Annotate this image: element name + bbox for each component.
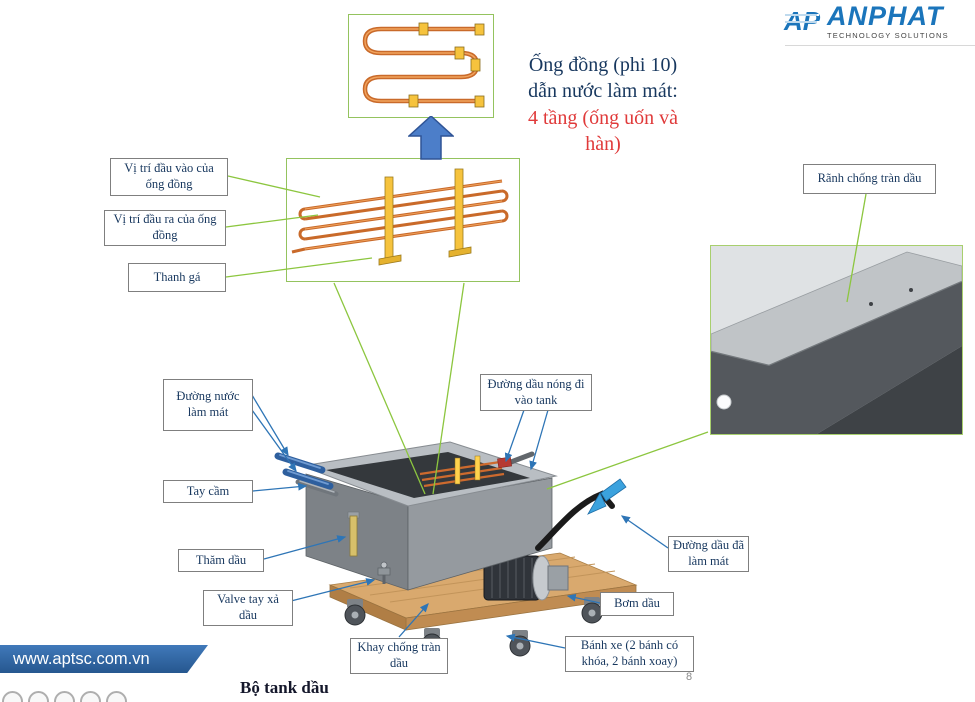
heading-line-3: 4 tầng (ống uốn và (528, 106, 678, 129)
heading-line-2: dẫn nước làm mát: (528, 80, 678, 103)
company-logo: AP ANPHAT TECHNOLOGY SOLUTIONS (783, 3, 975, 40)
brand-tagline: TECHNOLOGY SOLUTIONS (827, 31, 949, 40)
copper-tube-diagram (348, 14, 494, 118)
header-divider (785, 45, 975, 46)
heading-line-1: Ống đồng (phi 10) (528, 54, 678, 76)
website-link[interactable]: www.aptsc.com.vn (0, 645, 208, 673)
callout-handle: Tay cầm (163, 480, 253, 503)
badge-icon (28, 691, 49, 702)
heading-text: Ống đồng (phi 10) dẫn nước làm mát: 4 tầ… (503, 52, 703, 158)
cooling-water-pipes (274, 452, 334, 490)
rim-detail-image (710, 245, 963, 435)
badge-icon (80, 691, 101, 702)
callout-wheels: Bánh xe (2 bánh có khóa, 2 bánh xoay) (565, 636, 694, 672)
callout-oil-sight: Thăm dầu (178, 549, 264, 572)
drain-valve (377, 561, 391, 584)
coil-assembly-diagram (286, 158, 520, 282)
callout-cooling-water-line: Đường nước làm mát (163, 379, 253, 431)
coil-assembly-icon (291, 168, 509, 266)
page-number: 8 (686, 671, 693, 683)
brand-name: ANPHAT (827, 3, 944, 31)
callout-mounting-bar: Thanh gá (128, 263, 226, 292)
website-url: www.aptsc.com.vn (13, 649, 150, 668)
up-arrow-icon (408, 116, 454, 160)
heading-line-4: hàn) (585, 133, 621, 156)
callout-overflow-tray: Khay chống tràn dầu (350, 638, 448, 674)
callout-oil-pump: Bơm dầu (600, 592, 674, 616)
callout-cooled-oil-line: Đường dầu đã làm mát (668, 536, 749, 572)
anphat-logo-icon: AP (783, 6, 821, 36)
footer-badges (2, 691, 127, 702)
callout-hot-oil-line: Đường dầu nóng đi vào tank (480, 374, 592, 411)
badge-icon (2, 691, 23, 702)
callout-inlet-position: Vị trí đầu vào của ống đồng (110, 158, 228, 196)
callout-drain-valve: Valve tay xả dầu (203, 590, 293, 626)
badge-icon (54, 691, 75, 702)
callout-outlet-position: Vị trí đầu ra của ống đồng (104, 210, 226, 246)
oil-sight-glass (347, 511, 360, 557)
slide-title: Bộ tank dầu (240, 678, 329, 697)
callout-overflow-groove: Rãnh chống tràn dầu (803, 164, 936, 194)
tank-corner-detail-icon (710, 246, 963, 434)
badge-icon (106, 691, 127, 702)
serpentine-tube-icon (362, 22, 485, 108)
tank-3d-render (274, 441, 638, 657)
